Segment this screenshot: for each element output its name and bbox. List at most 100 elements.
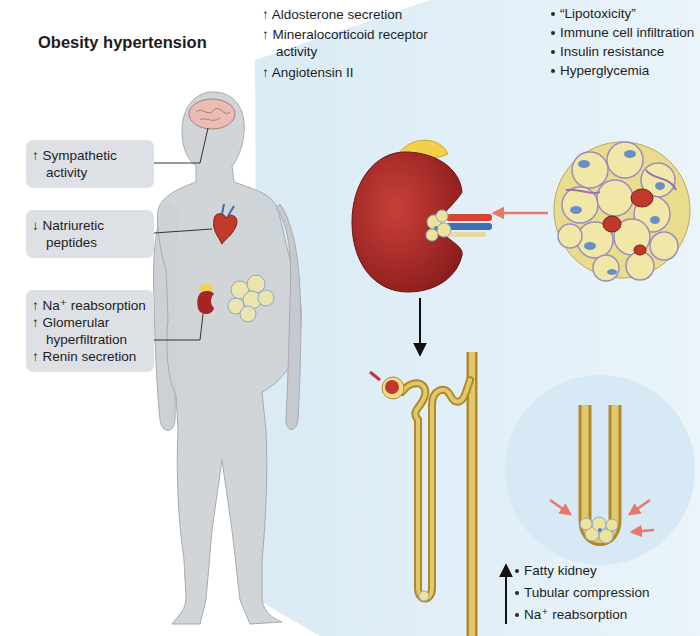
adipose-cluster-part <box>624 150 636 158</box>
zoomed-loop <box>550 405 654 543</box>
zoom-cone-part <box>505 375 695 565</box>
increase-arrow-part <box>505 566 507 624</box>
bullet-dot <box>551 50 555 54</box>
human-figure-part <box>157 92 301 624</box>
human-figure <box>154 92 302 624</box>
nephron <box>370 352 472 636</box>
bullet-dot <box>515 613 519 617</box>
zoomed-loop-part <box>550 500 570 514</box>
kidney-illustration <box>352 140 492 292</box>
adipose-cluster-part <box>631 189 653 207</box>
adipose-cluster-part <box>626 252 654 280</box>
brain-part <box>196 108 230 120</box>
kidney-illustration-part <box>436 210 448 222</box>
adipose-cluster-part <box>558 224 582 248</box>
zoomed-loop-part <box>580 518 592 530</box>
adipose-cluster-part <box>603 216 621 232</box>
kidney-illustration-part <box>446 223 492 230</box>
leader-line-part <box>154 314 203 340</box>
kidney-illustration-part <box>446 232 486 237</box>
focus-wedge-part <box>255 0 700 636</box>
body-kidney-part <box>197 291 214 314</box>
kidney-illustration-part <box>352 152 462 292</box>
nephron-part <box>370 372 380 380</box>
nephron-part <box>402 380 470 599</box>
nephron-part <box>402 380 470 599</box>
annotation-text: Immune cell infiltration <box>560 24 694 41</box>
adipose-cluster-part <box>597 180 633 216</box>
annotation-text: ↑ Angiotensin II <box>262 64 451 81</box>
adipose-cluster-part <box>607 142 643 178</box>
condition-box: ↑ Sympathetic activity <box>26 140 154 188</box>
kidney-illustration-part <box>446 214 492 221</box>
human-figure-part <box>276 204 301 430</box>
leader-line <box>154 128 212 340</box>
bullet-dot <box>551 31 555 35</box>
brain <box>189 99 235 129</box>
nephron-part <box>385 380 399 394</box>
adipose-cluster-part <box>650 216 660 224</box>
kidney-illustration-part <box>434 226 438 230</box>
nephron-part <box>469 352 475 636</box>
annotation-text: Fatty kidney <box>524 562 597 579</box>
adipose-cluster-part <box>554 142 690 278</box>
heart <box>214 204 237 244</box>
body-kidney <box>197 284 214 314</box>
adipose-cluster-part <box>578 160 590 168</box>
nephron-part <box>419 591 429 601</box>
annotation-text: Na⁺ reabsorption <box>524 606 627 623</box>
box-text: ↑ Sympathetic activity <box>32 147 148 181</box>
adipose-cluster-part <box>607 269 617 275</box>
leader-line-part <box>154 128 208 163</box>
heart-part <box>222 204 234 216</box>
adipose-cluster-part <box>650 232 678 260</box>
annotation-text: ↑ Aldosterone secretion <box>262 6 451 23</box>
adipose-cluster-part <box>584 242 596 250</box>
zoomed-loop-part <box>632 530 654 532</box>
condition-box: ↑ Na⁺ reabsorption↑ Glomerular hyperfilt… <box>26 290 154 372</box>
annotation-text: Tubular compression <box>524 584 650 601</box>
heart-part <box>214 214 237 244</box>
leader-line-part <box>154 229 212 233</box>
adipose-cluster-part <box>566 170 676 193</box>
body-kidney-part <box>199 284 213 292</box>
bullet-dot <box>515 569 519 573</box>
flow-arrow <box>420 213 548 354</box>
zoomed-loop-part <box>606 519 618 531</box>
condition-box: ↓ Natriuretic peptides <box>26 210 154 258</box>
box-text: ↑ Renin secretion <box>32 348 148 365</box>
body-adipose-part <box>247 275 265 293</box>
annotation-text: ↑ Mineralocorticoid receptor activity <box>262 26 441 60</box>
annotation-text: Insulin resistance <box>560 43 664 60</box>
bullet-dot <box>515 591 519 595</box>
adipose-cluster <box>554 142 690 281</box>
adipose-cluster-part <box>572 152 608 188</box>
adipose-cluster-part <box>570 206 582 214</box>
kidney-illustration-part <box>426 229 438 241</box>
bullet-dot <box>551 12 555 16</box>
focus-wedge <box>255 0 700 636</box>
nephron-part <box>382 377 404 399</box>
flow-arrow-part <box>419 298 421 354</box>
zoomed-loop-part <box>592 517 606 531</box>
adipose-cluster-part <box>655 182 665 190</box>
box-text: ↓ Natriuretic peptides <box>32 217 148 251</box>
kidney-illustration-part <box>437 223 451 237</box>
box-text: ↑ Glomerular hyperfiltration <box>32 314 148 348</box>
brain-part <box>189 99 235 129</box>
adipose-cluster-part <box>634 245 646 255</box>
flow-arrow-part <box>494 212 548 215</box>
adipose-cluster-part <box>593 255 619 281</box>
zoomed-loop-part <box>630 500 650 514</box>
body-adipose-part <box>258 290 274 306</box>
body-adipose <box>228 275 274 322</box>
increase-arrow <box>506 566 507 624</box>
annotation-text: Hyperglycemia <box>560 62 649 79</box>
zoomed-loop-part <box>598 528 602 532</box>
body-adipose-part <box>240 306 256 322</box>
annotation-text: “Lipotoxicity” <box>560 5 636 22</box>
box-text: ↑ Na⁺ reabsorption <box>32 297 148 314</box>
bullet-dot <box>551 69 555 73</box>
diagram-title: Obesity hypertension <box>38 32 207 52</box>
